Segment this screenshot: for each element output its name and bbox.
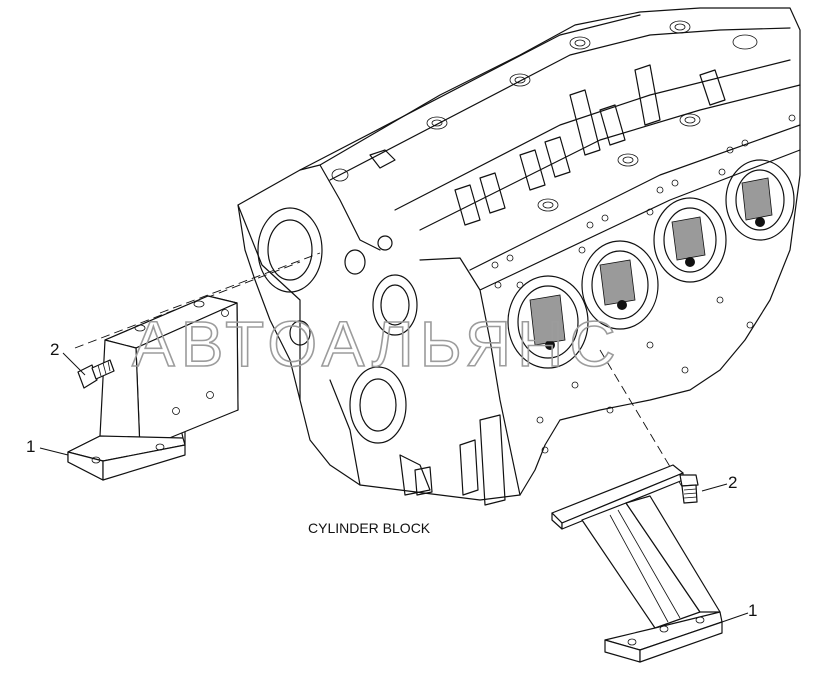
callout-leaders (39, 352, 749, 623)
cylinder-block-drawing (74, 7, 801, 506)
callout-label-right-bracket: 1 (748, 601, 757, 620)
callout-label-left-bolt: 2 (50, 340, 59, 359)
callout-label-right-bolt: 2 (728, 473, 737, 492)
cylinder-bores (507, 159, 795, 369)
callout-label-left-bracket: 1 (26, 437, 35, 456)
left-bolt (77, 359, 115, 389)
right-bolt (679, 474, 699, 504)
left-engine-bracket (67, 295, 239, 481)
right-engine-bracket (551, 464, 723, 663)
diagram-caption: CYLINDER BLOCK (308, 520, 431, 536)
watermark-text: АВТОАЛЬЯНС (132, 308, 622, 380)
